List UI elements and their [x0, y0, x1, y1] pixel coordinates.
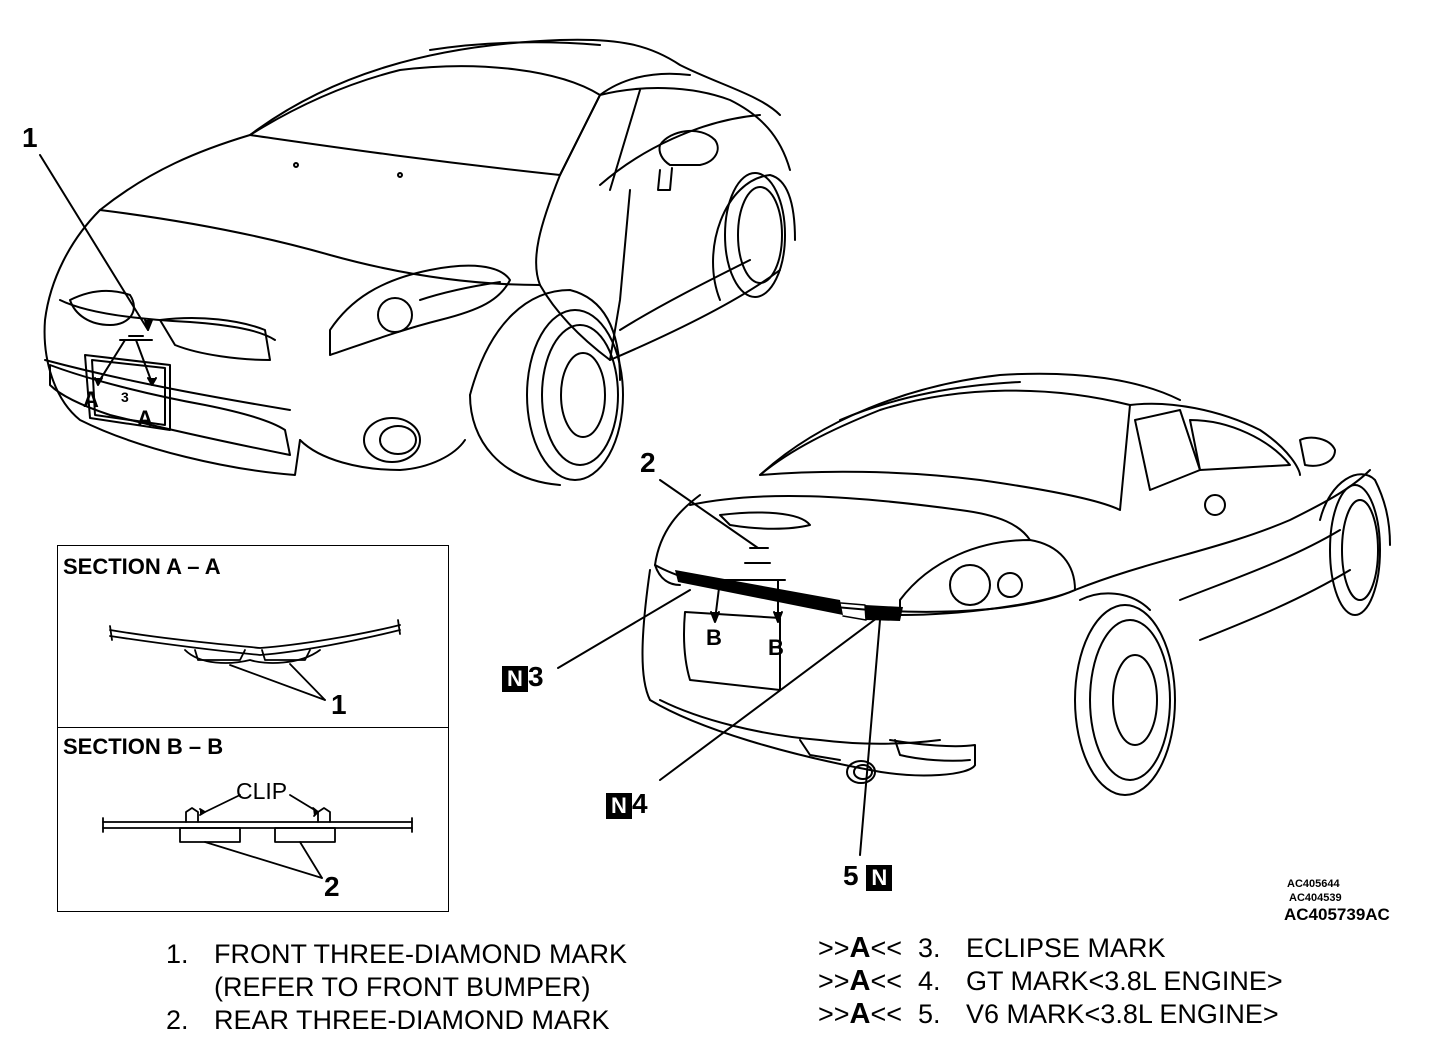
section-detail-box: SECTION A – A 1 SECTION B – B CLIP 2	[57, 545, 449, 912]
legend-item-5: >>A<< 5. V6 MARK<3.8L ENGINE>	[818, 999, 1279, 1029]
n-badge-icon: N	[866, 864, 893, 891]
section-marker-b-right: B	[768, 635, 784, 660]
n-badge-icon: N	[606, 792, 632, 819]
rear-car-drawing	[641, 372, 1391, 796]
legend-text: (REFER TO FRONT BUMPER)	[214, 972, 591, 1002]
section-divider	[58, 727, 448, 728]
plate-digit: 3	[121, 389, 129, 405]
callout-v6-5: 5 N	[843, 860, 893, 891]
section-a-title: SECTION A – A	[63, 554, 221, 579]
legend-num: 3.	[918, 933, 941, 963]
section-marker-a-left: A	[83, 387, 99, 412]
legend-text: GT MARK<3.8L ENGINE>	[966, 966, 1283, 996]
section-b-callout: 2	[324, 871, 340, 902]
procedure-symbol: >>A<<	[818, 932, 903, 964]
legend-num: 5.	[918, 999, 941, 1029]
front-leader-lines	[39, 154, 157, 386]
front-car-drawing	[43, 38, 796, 486]
callout-5-number: 5	[843, 860, 859, 891]
section-b-title: SECTION B – B	[63, 734, 224, 759]
figure-code-2: AC404539	[1289, 892, 1342, 904]
callout-4-number: 4	[632, 788, 648, 819]
legend-item-3: >>A<< 3. ECLIPSE MARK	[818, 933, 1166, 963]
section-marker-b-left: B	[706, 625, 722, 650]
legend-num: 1.	[166, 939, 189, 969]
legend-text: V6 MARK<3.8L ENGINE>	[966, 999, 1279, 1029]
legend-item-1-note: (REFER TO FRONT BUMPER)	[166, 972, 591, 1002]
figure-code-main: AC405739AC	[1284, 905, 1390, 924]
legend-text: REAR THREE-DIAMOND MARK	[214, 1005, 610, 1035]
clip-label: CLIP	[236, 778, 288, 804]
callout-3-number: 3	[528, 661, 544, 692]
legend-num: 4.	[918, 966, 941, 996]
procedure-symbol: >>A<<	[818, 965, 903, 997]
section-marker-a-right: A	[137, 406, 153, 431]
legend-item-1: 1. FRONT THREE-DIAMOND MARK	[166, 939, 627, 969]
n-badge-icon: N	[502, 665, 528, 692]
section-b-drawing	[102, 794, 413, 879]
section-a-drawing	[109, 619, 401, 701]
callout-rear-2: 2	[640, 447, 656, 478]
legend-text: ECLIPSE MARK	[966, 933, 1166, 963]
figure-code-1: AC405644	[1287, 878, 1340, 890]
legend-item-4: >>A<< 4. GT MARK<3.8L ENGINE>	[818, 966, 1283, 996]
procedure-symbol: >>A<<	[818, 998, 903, 1030]
section-a-callout: 1	[331, 689, 347, 720]
legend-item-2: 2. REAR THREE-DIAMOND MARK	[166, 1005, 610, 1035]
legend-num: 2.	[166, 1005, 189, 1035]
legend-text: FRONT THREE-DIAMOND MARK	[214, 939, 628, 969]
rear-leader-lines	[557, 479, 886, 856]
callout-front-1: 1	[22, 122, 38, 153]
